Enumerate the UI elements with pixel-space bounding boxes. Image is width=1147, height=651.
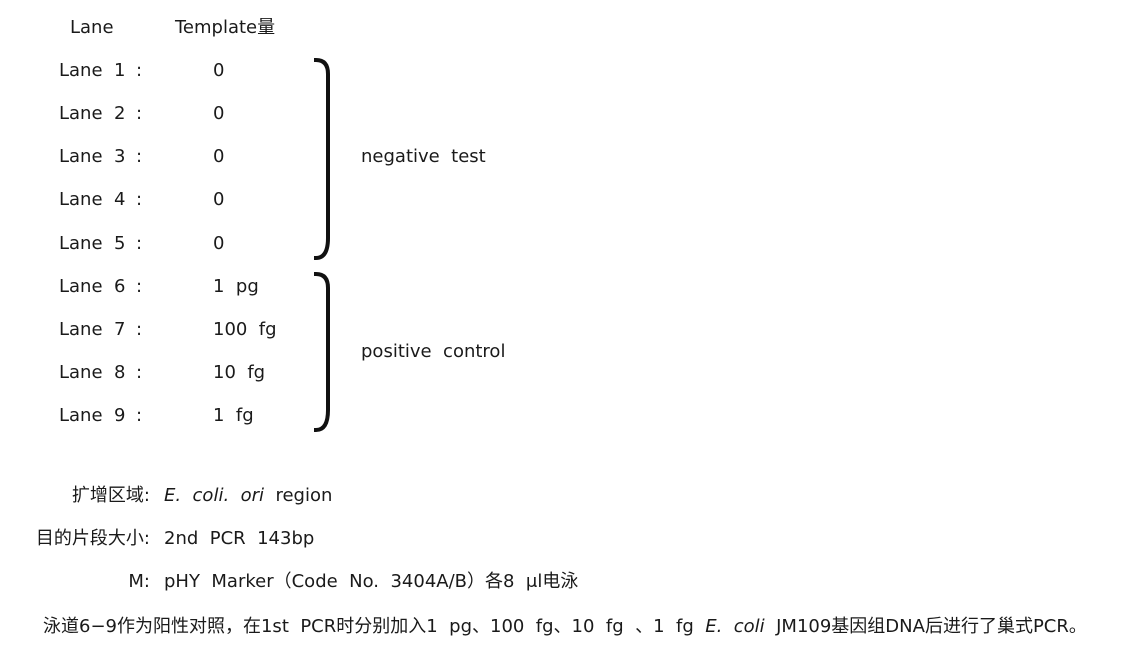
lane-label: Lane 7 xyxy=(59,319,126,340)
right-brace-negative xyxy=(313,57,330,261)
lane-label: Lane 9 xyxy=(59,405,126,426)
right-brace-positive xyxy=(313,271,330,433)
lane-colon: : xyxy=(136,60,143,81)
footnote-text-2: JM109基因组DNA后进行了巢式PCR。 xyxy=(764,616,1087,637)
lane-label: Lane 8 xyxy=(59,362,126,383)
lane-label: Lane 1 xyxy=(59,60,126,81)
group-label-positive-control: positive control xyxy=(361,341,506,362)
group-label-negative-test: negative test xyxy=(361,146,486,167)
lane-label: Lane 4 xyxy=(59,189,126,210)
lane-label: Lane 6 xyxy=(59,276,126,297)
footnote-text-1: 泳道6−9作为阳性对照，在1st PCR时分别加入1 pg、100 fg、10 … xyxy=(43,616,706,637)
lane-template-amount: 1 fg xyxy=(213,405,254,426)
region-value: E. coli. ori region xyxy=(164,485,332,507)
column-header-lane: Lane xyxy=(70,17,114,38)
lane-template-amount: 0 xyxy=(213,60,225,81)
lane-template-amount: 10 fg xyxy=(213,362,266,383)
lane-template-amount: 0 xyxy=(213,189,225,210)
lane-colon: : xyxy=(136,276,143,297)
region-suffix: region xyxy=(264,485,333,506)
lane-label: Lane 3 xyxy=(59,146,126,167)
footnote: 泳道6−9作为阳性对照，在1st PCR时分别加入1 pg、100 fg、10 … xyxy=(43,616,1087,638)
lane-colon: : xyxy=(136,146,143,167)
lane-template-amount: 0 xyxy=(213,146,225,167)
fragment-size-value: 2nd PCR 143bp xyxy=(164,528,315,549)
column-header-template: Template量 xyxy=(175,17,276,38)
lane-colon: : xyxy=(136,233,143,254)
lane-label: Lane 2 xyxy=(59,103,126,124)
lane-template-amount: 0 xyxy=(213,103,225,124)
lane-colon: : xyxy=(136,405,143,426)
lane-template-amount: 1 pg xyxy=(213,276,259,297)
region-organism: E. coli. ori xyxy=(164,485,265,506)
region-label: 扩增区域: xyxy=(71,485,150,506)
lane-label: Lane 5 xyxy=(59,233,126,254)
marker-label: M: xyxy=(128,571,150,592)
lane-template-amount: 100 fg xyxy=(213,319,277,340)
lane-colon: : xyxy=(136,362,143,383)
lane-colon: : xyxy=(136,319,143,340)
lane-colon: : xyxy=(136,103,143,124)
fragment-size-label: 目的片段大小: xyxy=(35,528,150,549)
footnote-organism: E. coli xyxy=(705,616,765,637)
lane-template-amount: 0 xyxy=(213,233,225,254)
lane-colon: : xyxy=(136,189,143,210)
marker-value: pHY Marker（Code No. 3404A/B）各8 μl电泳 xyxy=(164,571,579,592)
